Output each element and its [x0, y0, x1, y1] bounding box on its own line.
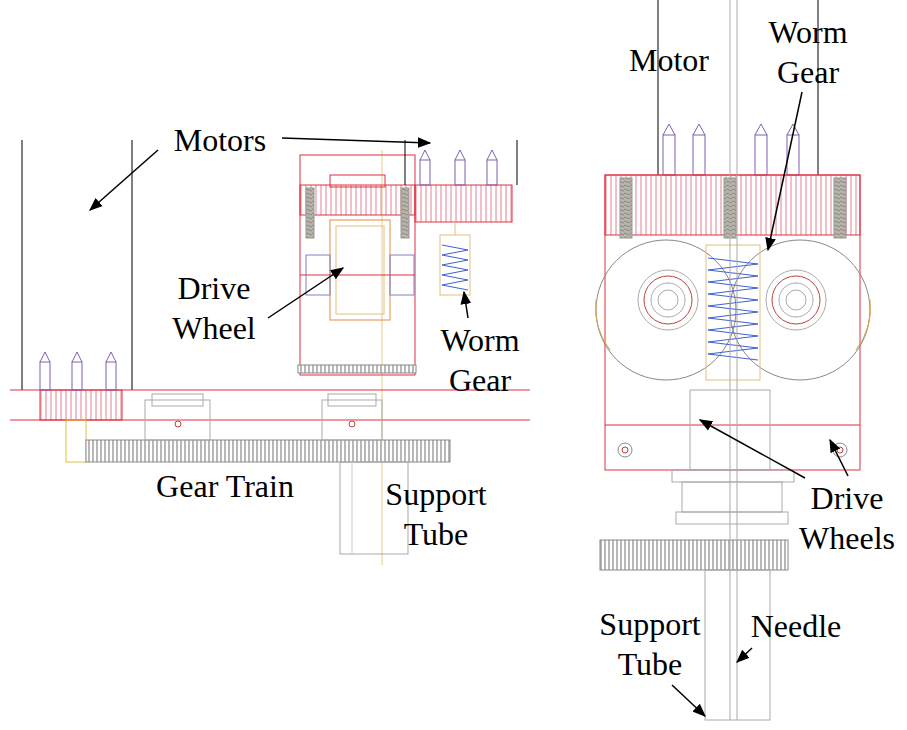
- part-label: Support Tube: [374, 474, 499, 554]
- part-label: Worm Gear: [430, 320, 530, 400]
- part-label: Support Tube: [588, 604, 713, 684]
- part-label: Needle: [741, 606, 851, 646]
- part-label: Worm Gear: [758, 12, 858, 92]
- part-label: Drive Wheels: [791, 478, 903, 558]
- part-label: Drive Wheel: [149, 268, 279, 348]
- part-label: Motor: [609, 40, 729, 80]
- part-label: Motors: [140, 120, 300, 160]
- part-label: Gear Train: [125, 466, 325, 506]
